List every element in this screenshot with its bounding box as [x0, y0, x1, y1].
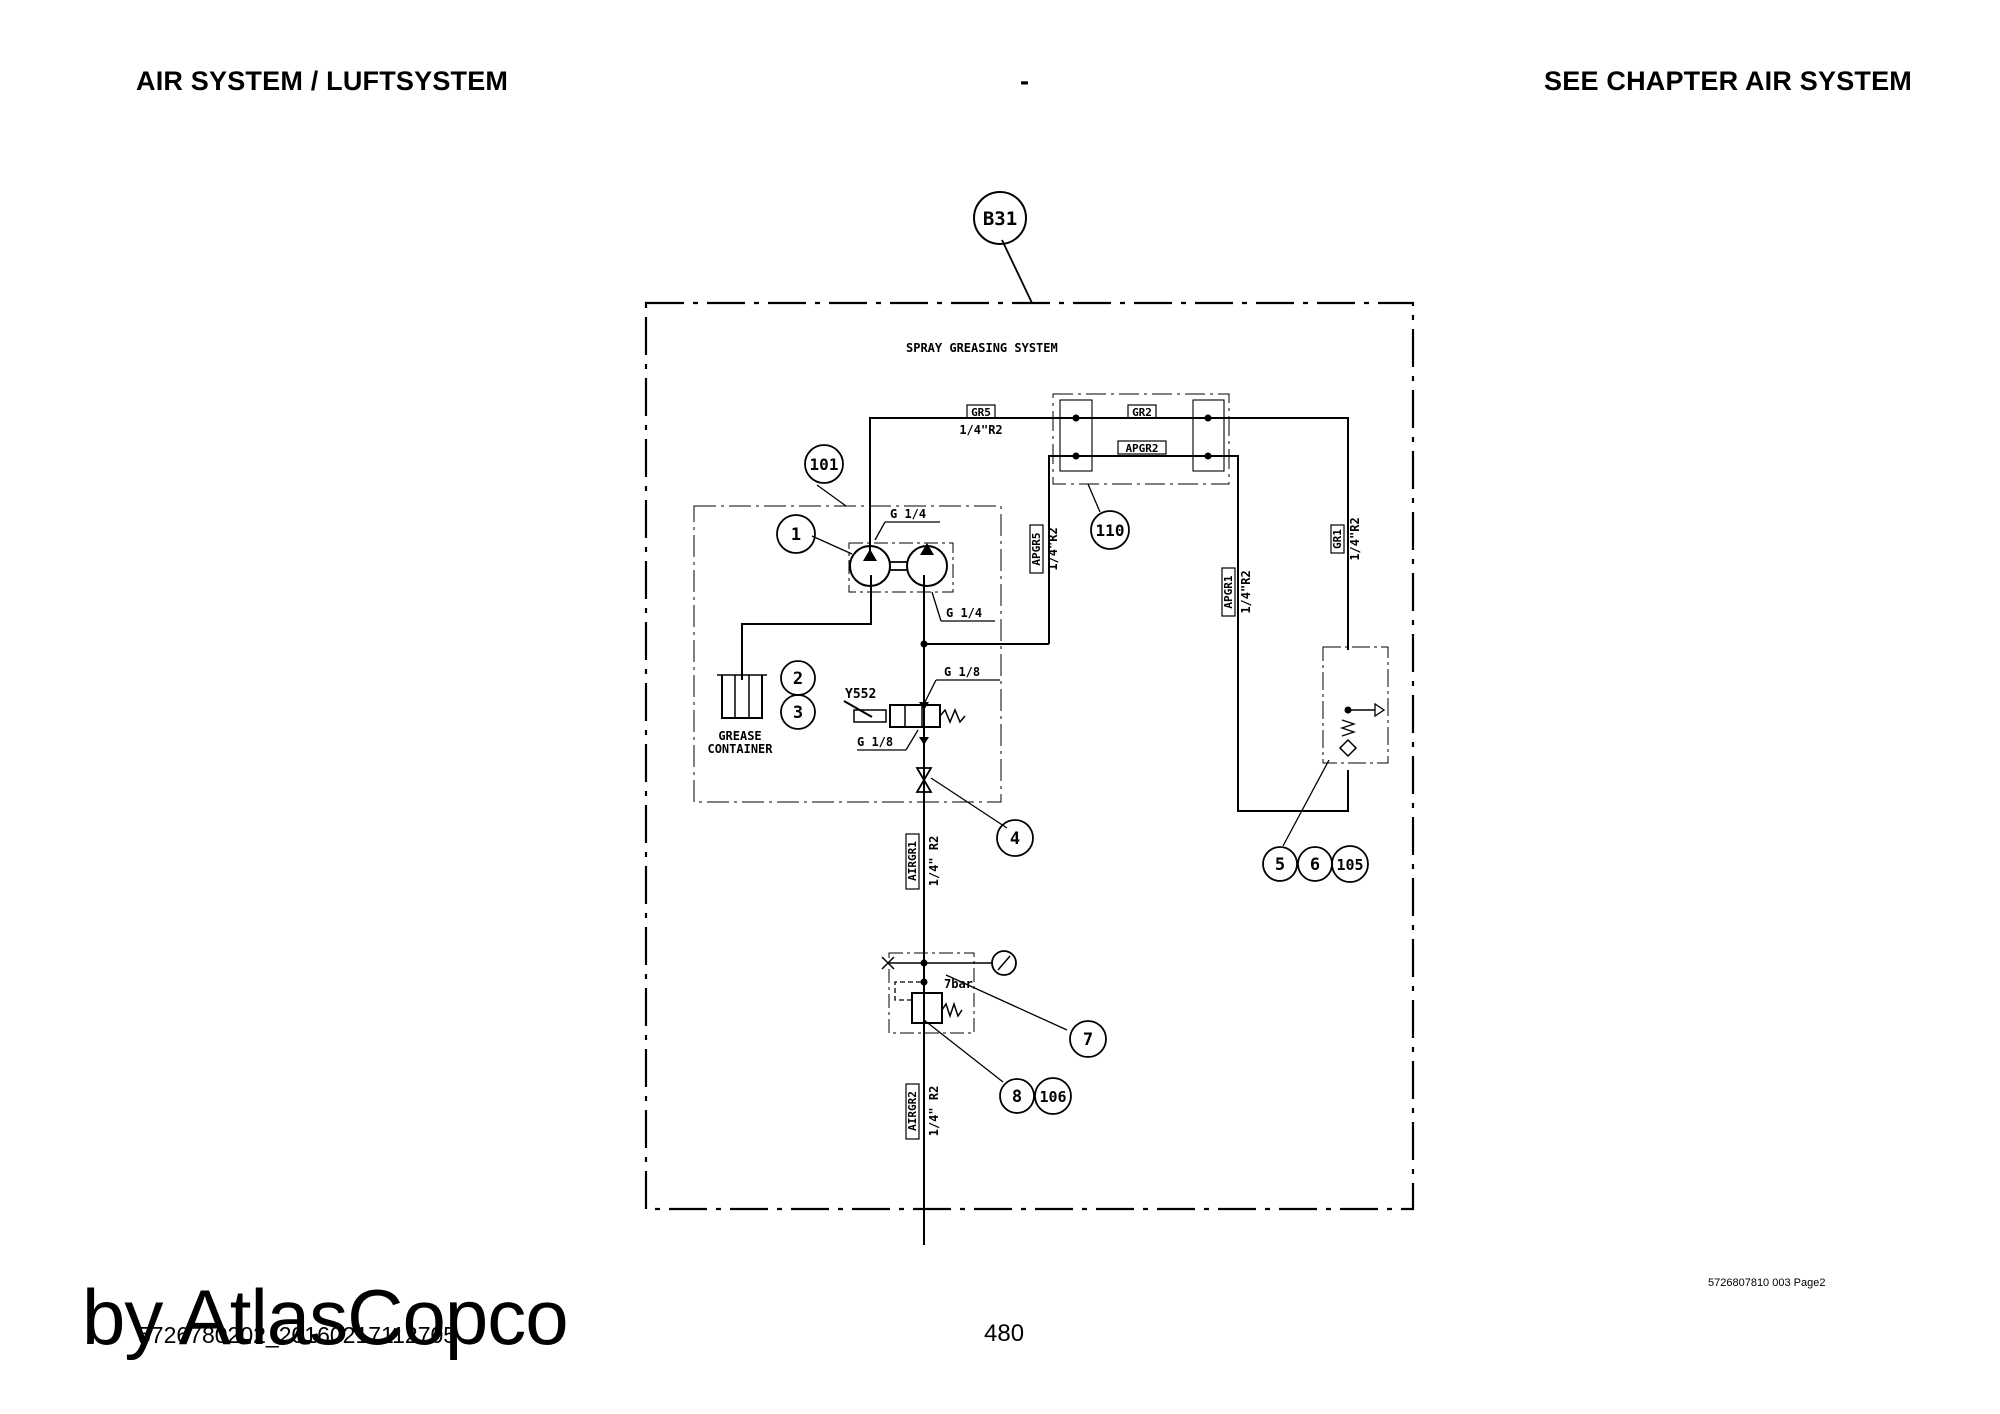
ref-circle-8	[999, 1078, 1035, 1114]
hose-label-apgr1: APGR1	[1222, 575, 1235, 608]
hose-size-apgr5: 1/4"R2	[1046, 527, 1060, 570]
file-identifier: 5726780202_20160217112705	[138, 1322, 457, 1348]
pump-symbol-left	[849, 545, 891, 587]
hose-label-apgr2: APGR2	[1125, 442, 1158, 455]
ref-circle-1	[776, 514, 816, 554]
ref-label-b31: B31	[983, 208, 1017, 230]
ref-circle-3	[780, 694, 816, 730]
ref-label-110: 110	[1096, 521, 1125, 540]
ref-circle-110	[1090, 510, 1130, 550]
ref-circle-101	[804, 444, 844, 484]
port-label-pump-in: G 1/4	[890, 507, 926, 521]
grease-container-label-2: CONTAINER	[707, 742, 773, 756]
grease-suction-line	[741, 575, 872, 680]
ref-label-7: 7	[1083, 1030, 1093, 1050]
hose-label-gr2: GR2	[1132, 406, 1152, 419]
ref-circle-5	[1262, 846, 1298, 882]
distribution-block-right	[1192, 399, 1225, 472]
valve-tag-y552: Y552	[845, 687, 876, 702]
hose-label-airgr2: AIRGR2	[906, 1091, 919, 1131]
diagram-title: SPRAY GREASING SYSTEM	[906, 341, 1058, 355]
header-right-reference: SEE CHAPTER AIR SYSTEM	[1544, 66, 1912, 96]
hose-apgr2	[1048, 455, 1349, 812]
ref-label-106: 106	[1039, 1088, 1066, 1106]
needle-valve-symbol	[915, 767, 933, 793]
hose-size-apgr1: 1/4"R2	[1239, 570, 1253, 613]
ref-label-1: 1	[791, 525, 801, 545]
pressure-regulator-body	[911, 992, 943, 1024]
solenoid-valve-body	[889, 704, 941, 728]
port-label-valve-out: G 1/8	[857, 735, 893, 749]
hose-label-gr1: GR1	[1331, 529, 1344, 549]
regulator-setting: 7bar	[944, 977, 973, 991]
system-boundary	[644, 301, 1415, 1211]
port-label-valve-in: G 1/8	[944, 665, 980, 679]
distribution-block-left	[1059, 399, 1093, 472]
ref-circle-105	[1331, 845, 1369, 883]
regulator-housing	[888, 952, 975, 1034]
port-label-pump-out: G 1/4	[946, 606, 982, 620]
hose-gr5	[869, 417, 1349, 650]
hose-label-apgr5: APGR5	[1030, 532, 1043, 565]
hose-size-gr5: 1/4"R2	[959, 423, 1002, 437]
b31-leader	[1001, 239, 1033, 304]
ref-circle-b31	[973, 191, 1027, 245]
ref-label-3: 3	[793, 703, 803, 723]
hose-size-airgr1: 1/4" R2	[927, 836, 941, 887]
hose-label-airgr1: AIRGR1	[906, 841, 919, 881]
hose-size-airgr2: 1/4" R2	[927, 1086, 941, 1137]
header-center-dash: -	[1020, 66, 1030, 96]
ref-label-5: 5	[1275, 855, 1285, 875]
pump-unit-boundary	[693, 505, 1002, 803]
ref-label-101: 101	[810, 455, 839, 474]
ref-label-105: 105	[1336, 856, 1363, 874]
hose-size-gr1: 1/4"R2	[1348, 517, 1362, 560]
ref-label-2: 2	[793, 669, 803, 689]
ref-label-8: 8	[1012, 1087, 1022, 1107]
ref-circle-106	[1034, 1077, 1072, 1115]
header-left-title: AIR SYSTEM / LUFTSYSTEM	[136, 66, 509, 96]
watermark: by AtlasCopco	[82, 1273, 569, 1361]
ref-circle-4	[996, 819, 1034, 857]
page-number: 480	[984, 1320, 1025, 1347]
hose-label-gr5: GR5	[971, 406, 991, 419]
ref-label-6: 6	[1310, 855, 1320, 875]
grease-container-label-1: GREASE	[718, 729, 761, 743]
ref-circle-7	[1069, 1020, 1107, 1058]
document-reference: 5726807810 003 Page2	[1708, 1277, 1826, 1289]
distribution-block-outer	[1052, 393, 1230, 485]
ref-label-4: 4	[1010, 829, 1020, 849]
grease-container-icon	[721, 675, 763, 719]
nozzle-box	[1322, 646, 1389, 764]
pump-housing	[848, 542, 954, 593]
